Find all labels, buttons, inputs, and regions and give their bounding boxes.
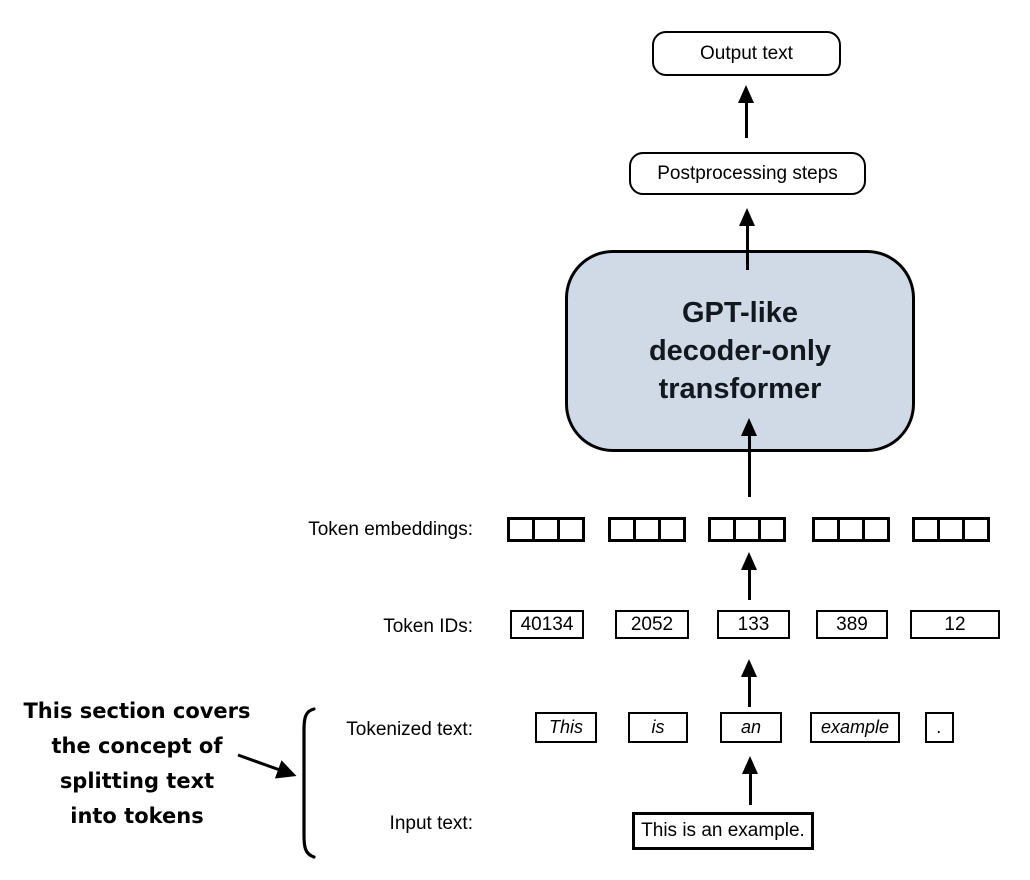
transformer-box: GPT-like decoder-only transformer (565, 250, 915, 452)
token-id-box: 12 (910, 610, 1000, 639)
embedding-group (507, 517, 585, 542)
grouping-bracket (302, 707, 316, 859)
embedding-cell (708, 517, 736, 542)
token-ids-label: Token IDs: (383, 616, 473, 637)
token-id-box: 389 (816, 610, 888, 639)
embedding-cell (862, 517, 890, 542)
embedding-cell (557, 517, 585, 542)
output-text-label: Output text (700, 42, 793, 64)
token-box: This (535, 712, 597, 743)
token-embeddings-label: Token embeddings: (308, 519, 473, 540)
input-text-label: Input text: (389, 813, 473, 834)
embedding-cell (937, 517, 965, 542)
arrowhead-icon (741, 552, 757, 570)
embedding-cell (733, 517, 761, 542)
arrowhead-icon (741, 418, 757, 436)
token-id-box: 133 (717, 610, 790, 639)
embedding-cell (658, 517, 686, 542)
arrow-up-icon (742, 756, 758, 805)
token-id-box: 40134 (510, 610, 584, 639)
arrow-up-icon (741, 659, 757, 707)
output-text-box: Output text (652, 31, 841, 76)
tokenized-text-label: Tokenized text: (346, 719, 473, 740)
annotation-line-2: the concept of (51, 734, 223, 758)
embedding-group (912, 517, 990, 542)
transformer-line-2: decoder-only (648, 335, 832, 367)
embedding-cell (758, 517, 786, 542)
arrow-up-icon (741, 418, 757, 497)
embedding-cell (507, 517, 535, 542)
annotation-arrow-icon (237, 753, 297, 779)
token-id-box: 2052 (615, 610, 689, 639)
token-box: is (628, 712, 688, 743)
arrowhead-icon (738, 85, 754, 103)
token-box: an (720, 712, 782, 743)
annotation-line-3: splitting text (59, 769, 215, 793)
embedding-cell (532, 517, 560, 542)
arrow-up-icon (739, 208, 755, 270)
embedding-cell (837, 517, 865, 542)
postprocessing-label: Postprocessing steps (657, 162, 838, 184)
embedding-cell (812, 517, 840, 542)
transformer-line-1: GPT-like (681, 297, 799, 329)
arrow-up-icon (741, 552, 757, 600)
section-annotation: This section covers the concept of split… (18, 694, 256, 834)
embedding-cell (608, 517, 636, 542)
token-box: . (925, 712, 954, 743)
annotation-line-1: This section covers (23, 699, 251, 723)
input-text-box: This is an example. (632, 812, 814, 850)
transformer-line-3: transformer (658, 373, 822, 405)
postprocessing-box: Postprocessing steps (629, 152, 866, 195)
token-box: example (810, 712, 900, 743)
embedding-cell (633, 517, 661, 542)
arrowhead-icon (739, 208, 755, 226)
embedding-cell (912, 517, 940, 542)
embedding-group (708, 517, 786, 542)
arrowhead-icon (742, 756, 758, 774)
embedding-group (608, 517, 686, 542)
embedding-group (812, 517, 890, 542)
annotation-line-4: into tokens (70, 804, 204, 828)
arrowhead-icon (741, 659, 757, 677)
arrow-up-icon (738, 85, 754, 138)
embedding-cell (962, 517, 990, 542)
